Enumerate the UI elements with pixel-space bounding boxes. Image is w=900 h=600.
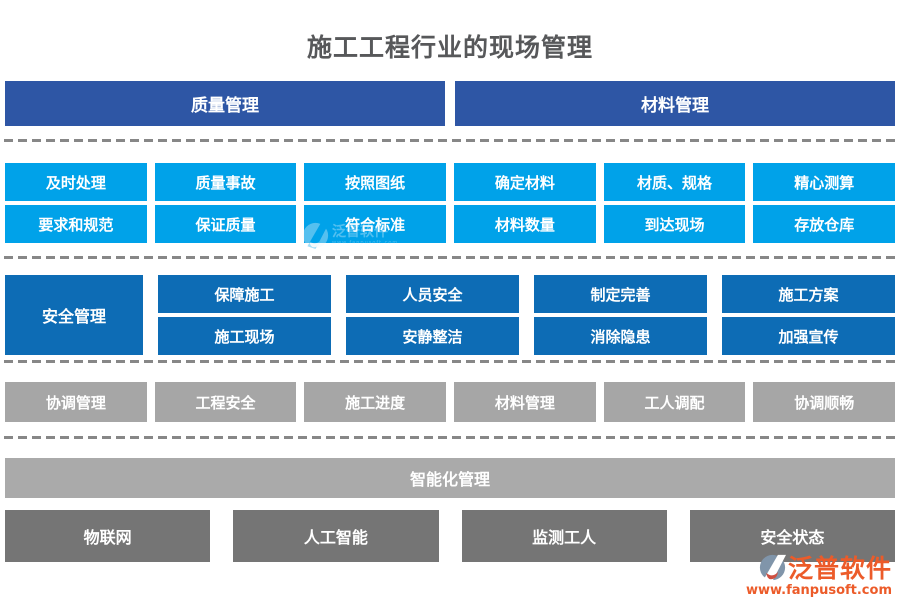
item-box: 材料数量 [454,205,596,243]
item-box: 质量事故 [154,163,297,201]
item-box: 存放仓库 [753,205,896,243]
item-box: 保证质量 [154,205,297,243]
coordination-row: 协调管理 工程安全 施工进度 材料管理 工人调配 协调顺畅 [5,382,896,422]
item-box: 物联网 [5,510,211,562]
safety-column: 施工方案 加强宣传 [722,275,895,355]
item-box: 人工智能 [233,510,439,562]
item-box: 工人调配 [603,382,746,422]
item-box: 符合标准 [304,205,447,243]
safety-column: 人员安全 安静整洁 [346,275,519,355]
safety-section-header: 安全管理 [5,275,143,355]
safety-column: 保障施工 施工现场 [158,275,331,355]
item-box: 安静整洁 [346,317,519,355]
section-header-material: 材料管理 [455,81,895,126]
safety-section: 安全管理 保障施工 施工现场 人员安全 安静整洁 制定完善 消除隐患 施工方案 … [5,275,895,355]
dashed-divider [4,139,896,142]
item-box: 施工现场 [158,317,331,355]
safety-column: 制定完善 消除隐患 [534,275,707,355]
fanpu-logo-icon [759,554,786,581]
item-box: 要求和规范 [5,205,147,243]
item-box: 按照图纸 [304,163,447,201]
quality-material-row-2: 要求和规范 保证质量 符合标准 材料数量 到达现场 存放仓库 [5,205,896,243]
item-box: 确定材料 [454,163,596,201]
item-box: 协调管理 [5,382,147,422]
brand-logo: 泛普软件 www.fanpusoft.com [746,549,892,598]
item-box: 材料管理 [454,382,596,422]
dashed-divider [4,256,896,259]
item-box: 施工方案 [722,275,895,313]
brand-logo-top: 泛普软件 [759,549,892,585]
item-box: 保障施工 [158,275,331,313]
item-box: 精心测算 [753,163,896,201]
item-box: 制定完善 [534,275,707,313]
item-box: 材质、规格 [603,163,746,201]
dashed-divider [4,436,896,439]
smart-section-header: 智能化管理 [5,458,895,498]
page-title: 施工工程行业的现场管理 [306,33,593,62]
quality-material-row-1: 及时处理 质量事故 按照图纸 确定材料 材质、规格 精心测算 [5,163,896,201]
brand-url: www.fanpusoft.com [745,583,892,598]
item-box: 安全状态 [689,510,895,562]
item-box: 消除隐患 [534,317,707,355]
brand-name: 泛普软件 [787,554,892,583]
item-box: 到达现场 [603,205,746,243]
item-box: 加强宣传 [722,317,895,355]
dashed-divider [4,360,896,363]
section-header-quality: 质量管理 [5,81,445,126]
item-box: 协调顺畅 [753,382,896,422]
item-box: 及时处理 [5,163,147,201]
smart-row: 物联网 人工智能 监测工人 安全状态 [5,510,895,562]
item-box: 监测工人 [461,510,667,562]
top-header-row: 质量管理 材料管理 [5,81,895,126]
item-box: 施工进度 [304,382,447,422]
item-box: 工程安全 [154,382,297,422]
item-box: 人员安全 [346,275,519,313]
